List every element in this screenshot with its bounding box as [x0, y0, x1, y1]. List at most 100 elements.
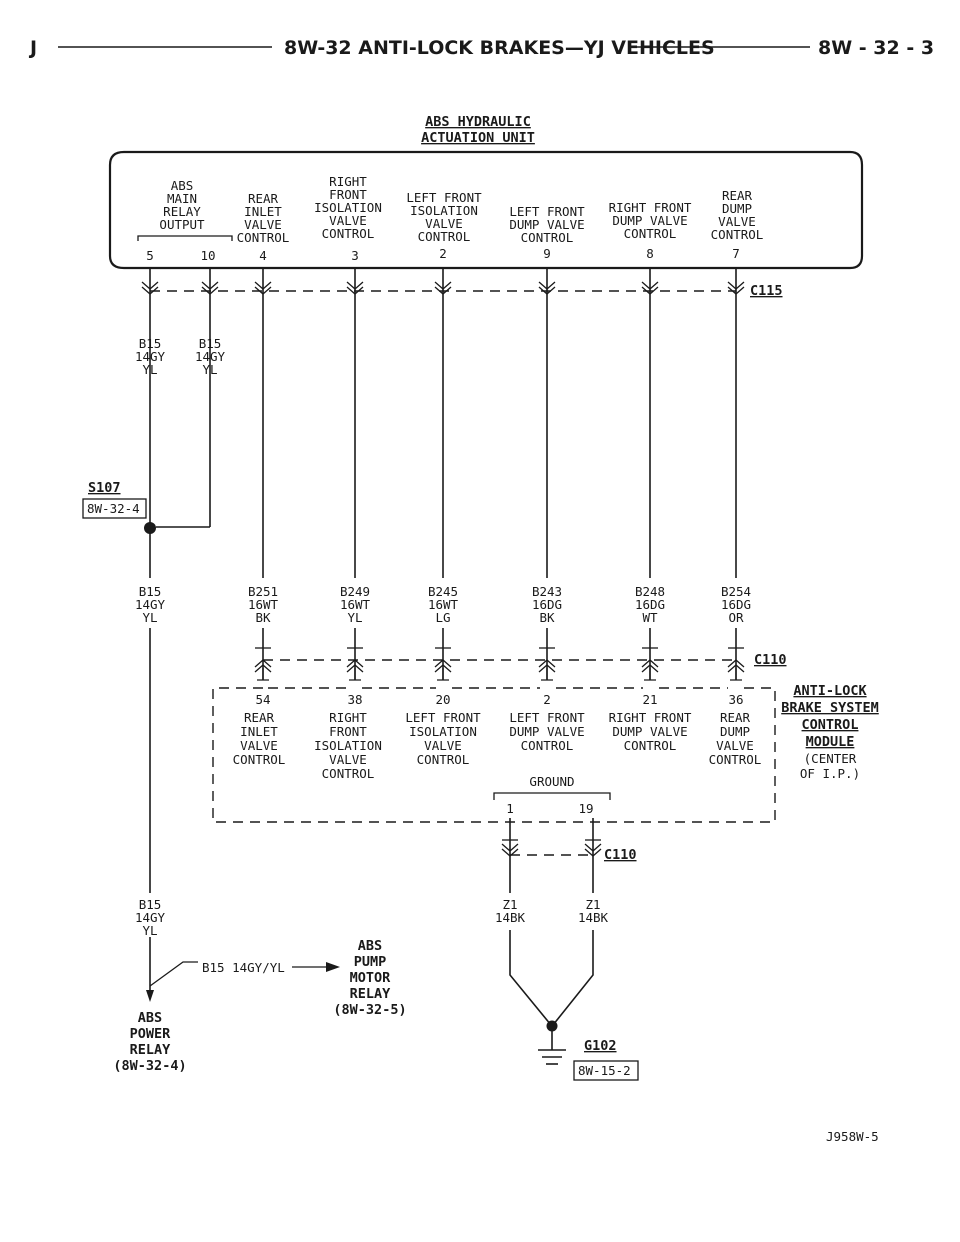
c110-terminal-tail-1 — [349, 668, 361, 681]
wire-mid-b254-color: OR — [728, 610, 744, 625]
hcu-circuit-6-line-2: CONTROL — [624, 226, 677, 241]
hcu-circuit-5-line-0: LEFT FRONT — [509, 204, 585, 219]
c115-terminal-symbols — [141, 281, 745, 295]
ground-splice-dot — [546, 1020, 558, 1032]
figure-id: J958W-5 — [826, 1129, 879, 1144]
cab-circuit-2-line-2: CONTROL — [521, 738, 574, 753]
hcu-circuit-3-line-3: VALVE — [329, 213, 367, 228]
cab-title-line-3: CONTROL — [802, 717, 859, 733]
wire-mid-b245-color: LG — [435, 610, 450, 625]
cab-circuit-38-line-3: VALVE — [329, 752, 367, 767]
hcu-circuit-2-line-3: CONTROL — [237, 230, 290, 245]
pump-relay-line-1: ABS — [358, 938, 382, 954]
wire-z1-right-join — [552, 930, 594, 1026]
c115-terminal-2 — [254, 281, 272, 295]
pump-relay-line-5: (8W-32-5) — [333, 1002, 406, 1018]
wire-upper-1-circuit: B15 — [199, 336, 222, 351]
ground-g102: G102 8W-15-2 — [538, 1020, 639, 1081]
wire-mid-b251-color: BK — [255, 610, 271, 625]
cab-circuit-20-line-2: VALVE — [424, 738, 462, 753]
c115-terminal-7 — [727, 281, 745, 295]
c110b-label: C110 — [604, 847, 637, 863]
cab-pin-21: 21 — [642, 692, 657, 707]
hcu-circuit-4-line-2: VALVE — [425, 216, 463, 231]
header-left: J — [28, 37, 37, 59]
wire-paths — [149, 268, 737, 1050]
pump-relay-line-2: PUMP — [354, 954, 387, 970]
cab-pin-54: 54 — [255, 692, 270, 707]
c110-terminal-5 — [727, 659, 745, 673]
hcu-circuit-2-line-2: VALVE — [244, 217, 282, 232]
hcu-circuit-5-line-2: CONTROL — [521, 230, 574, 245]
ground-g102-ref: 8W-15-2 — [578, 1063, 631, 1078]
hcu-pin-10: 10 — [200, 248, 215, 263]
hcu-circuit-0-line-1: MAIN — [167, 191, 197, 206]
pump-relay-callout: B15 14GY/YL ABS PUMP MOTOR RELAY (8W-32-… — [149, 938, 407, 1018]
wire-mid-b243-circuit: B243 — [532, 584, 562, 599]
cab-circuit-20-line-3: CONTROL — [417, 752, 470, 767]
hcu-circuit-3-line-1: FRONT — [329, 187, 367, 202]
hcu-title-line-2: ACTUATION UNIT — [421, 130, 535, 146]
cab-circuit-36-line-0: REAR — [720, 710, 751, 725]
c110b-terminal-0 — [501, 843, 519, 857]
wire-label-b15-circuit: B15 — [139, 897, 162, 912]
hcu-circuit-0-line-2: RELAY — [163, 204, 201, 219]
cab-title: ANTI-LOCK BRAKE SYSTEM CONTROL MODULE (C… — [781, 683, 879, 781]
cab-circuit-21-line-0: RIGHT FRONT — [609, 710, 692, 725]
wire-mid-b251-gauge: 16WT — [248, 597, 279, 612]
cab-circuit-20-line-1: ISOLATION — [409, 724, 477, 739]
cab-circuit-38-line-2: ISOLATION — [314, 738, 382, 753]
cab-circuit-36-line-2: VALVE — [716, 738, 754, 753]
c110-terminal-tail-0 — [257, 668, 269, 681]
hcu-circuit-labels: ABSMAINRELAYOUTPUTREARINLETVALVECONTROLR… — [159, 174, 763, 245]
splice-s107-ref: 8W-32-4 — [87, 501, 140, 516]
wire-mid-b249-circuit: B249 — [340, 584, 370, 599]
wire-label-b15-gauge: 14GY — [135, 910, 166, 925]
wire-upper-1-color: YL — [202, 362, 217, 377]
hcu-circuit-2-line-1: INLET — [244, 204, 282, 219]
pump-relay-line-3: MOTOR — [350, 970, 392, 986]
wire-mid-b248-color: WT — [642, 610, 658, 625]
cab-ground-bracket — [493, 792, 611, 800]
hcu-circuit-4-line-1: ISOLATION — [410, 203, 478, 218]
c110-terminal-4 — [641, 659, 659, 673]
wire-upper-0-circuit: B15 — [139, 336, 162, 351]
wire-mid-b249-gauge: 16WT — [340, 597, 371, 612]
cab-circuit-36-line-1: DUMP — [720, 724, 750, 739]
c115-terminal-0 — [141, 281, 159, 295]
hcu-circuit-4-line-3: CONTROL — [418, 229, 471, 244]
wire-mid-b248-gauge: 16DG — [635, 597, 665, 612]
cab-circuit-labels: 54REARINLETVALVECONTROL38RIGHTFRONTISOLA… — [233, 692, 762, 781]
power-relay-line-4: (8W-32-4) — [113, 1058, 186, 1074]
c110-terminal-symbols — [254, 647, 745, 681]
hcu-box — [108, 150, 864, 270]
splice-s107-label: S107 — [88, 480, 121, 496]
cab-ground-pin-b: 19 — [578, 801, 593, 816]
wire-label-z1a-circuit: Z1 — [502, 897, 517, 912]
power-relay: ABS POWER RELAY (8W-32-4) — [113, 990, 187, 1074]
wire-mid-b254-circuit: B254 — [721, 584, 751, 599]
hcu-circuit-4-line-0: LEFT FRONT — [406, 190, 482, 205]
c110-terminal-tail-3 — [541, 668, 553, 681]
wire-z1-left-join — [509, 930, 552, 1026]
wire-mid-b15-circuit: B15 — [139, 584, 162, 599]
hcu-pin-4: 4 — [259, 248, 267, 263]
hcu-pin-2: 2 — [439, 246, 447, 261]
splice-s107-ref-box — [82, 498, 147, 519]
cab-circuit-38-line-0: RIGHT — [329, 710, 367, 725]
lower-wire-labels: B15 14GY YL Z1 14BK Z1 14BK — [135, 897, 609, 938]
hcu-pin-9: 9 — [543, 246, 551, 261]
c115-terminal-6 — [641, 281, 659, 295]
cab-title-line-4: MODULE — [806, 734, 855, 750]
c110b-terminal-1 — [584, 843, 602, 857]
cab-pin-38: 38 — [347, 692, 362, 707]
hcu-pin-5: 5 — [146, 248, 154, 263]
hcu-pin-8: 8 — [646, 246, 654, 261]
hcu-circuit-6-line-0: RIGHT FRONT — [609, 200, 692, 215]
wire-label-z1b-gauge: 14BK — [578, 910, 609, 925]
hcu-circuit-7-line-3: CONTROL — [711, 227, 764, 242]
hcu-circuit-7-line-0: REAR — [722, 188, 753, 203]
cab-ground-pin-a: 1 — [506, 801, 514, 816]
